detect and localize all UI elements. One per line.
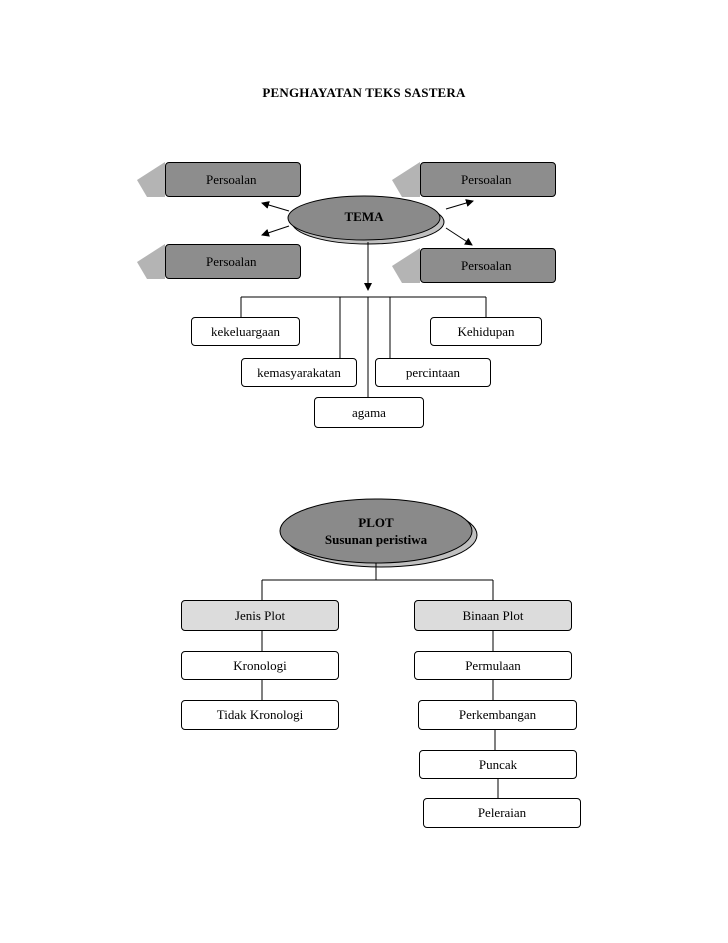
plot-label-line2: Susunan peristiwa <box>324 532 428 547</box>
arrow-to-persoalan <box>261 225 290 237</box>
persoalan-shadow <box>137 162 165 197</box>
theme-box-kekeluargaan: kekeluargaan <box>191 317 300 346</box>
jenis-item-kronologi: Kronologi <box>181 651 339 680</box>
jenis-item-tidak-kronologi: Tidak Kronologi <box>181 700 339 730</box>
theme-box-kehidupan: Kehidupan <box>430 317 542 346</box>
binaan-item-peleraian: Peleraian <box>423 798 581 828</box>
theme-box-agama: agama <box>314 397 424 428</box>
persoalan-box: Persoalan <box>165 244 301 279</box>
binaan-plot-box: Binaan Plot <box>414 600 572 631</box>
plot-label: PLOT Susunan peristiwa <box>280 514 472 548</box>
jenis-plot-box: Jenis Plot <box>181 600 339 631</box>
binaan-item-perkembangan: Perkembangan <box>418 700 577 730</box>
persoalan-box: Persoalan <box>420 162 556 197</box>
persoalan-shadow <box>137 244 165 279</box>
tema-label: TEMA <box>344 209 384 224</box>
persoalan-shadow <box>392 162 420 197</box>
binaan-item-permulaan: Permulaan <box>414 651 572 680</box>
arrow-to-persoalan <box>445 227 473 246</box>
arrow-to-persoalan <box>261 201 290 212</box>
theme-box-kemasyarakatan: kemasyarakatan <box>241 358 357 387</box>
arrow-to-persoalan <box>445 199 474 210</box>
tema-oval <box>287 195 441 241</box>
plot-label-line1: PLOT <box>358 515 394 530</box>
persoalan-box: Persoalan <box>165 162 301 197</box>
persoalan-box: Persoalan <box>420 248 556 283</box>
persoalan-shadow <box>392 248 420 283</box>
binaan-item-puncak: Puncak <box>419 750 577 779</box>
page-title: PENGHAYATAN TEKS SASTERA <box>262 85 466 100</box>
theme-box-percintaan: percintaan <box>375 358 491 387</box>
